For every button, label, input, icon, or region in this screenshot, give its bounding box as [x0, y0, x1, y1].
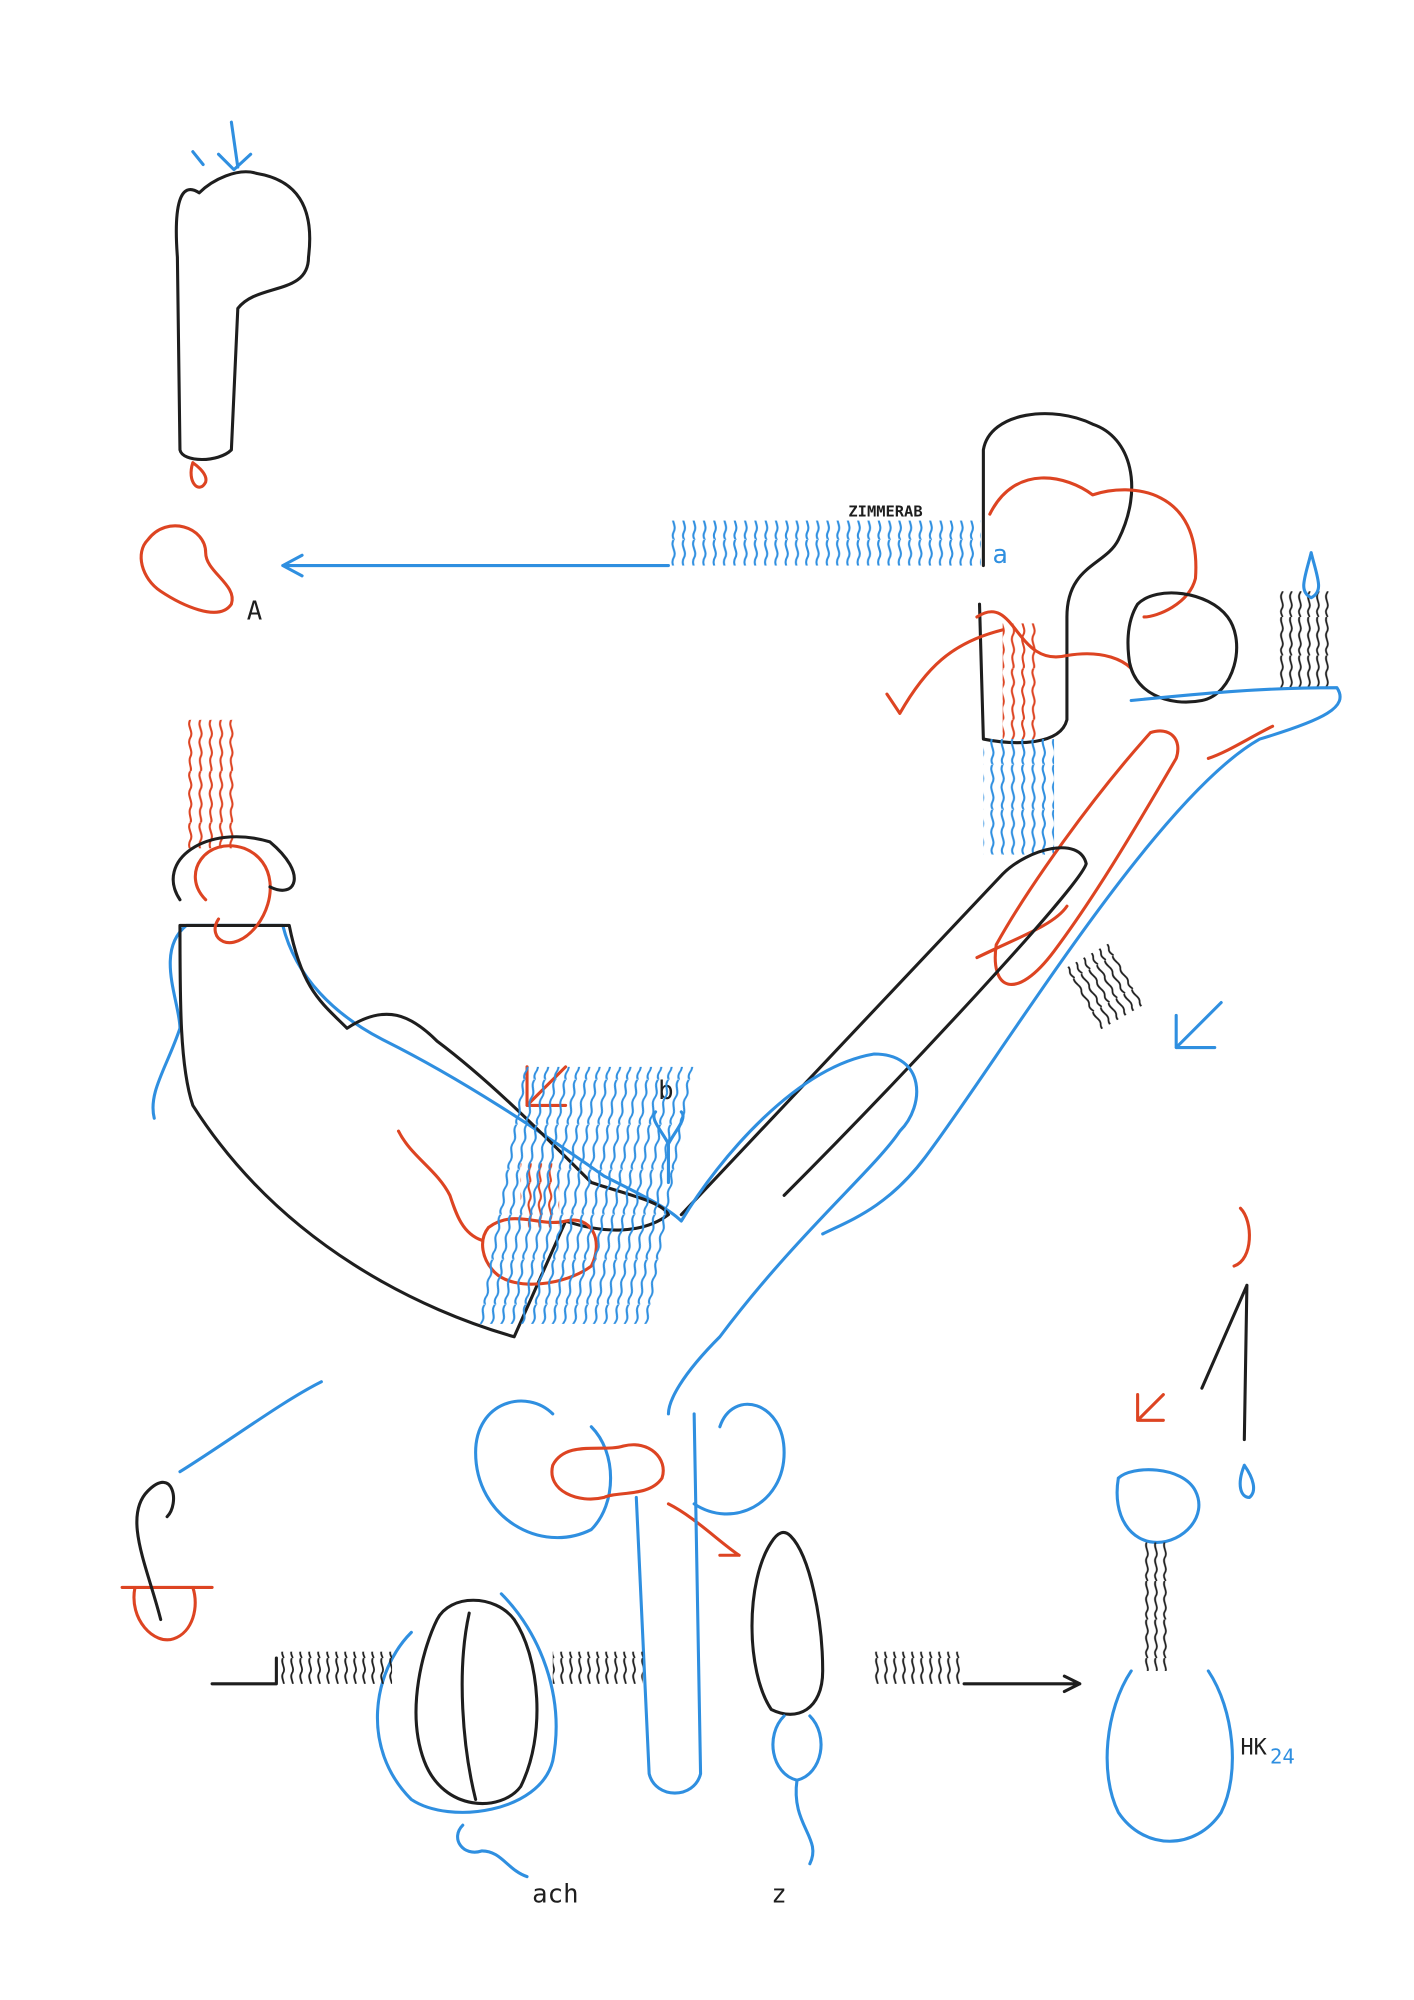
baseline-right-arrow [962, 1674, 1082, 1694]
wavy-baseline-2 [552, 1651, 643, 1684]
circle-left [474, 1399, 613, 1540]
arrow-right-descend [1200, 1283, 1249, 1442]
signature-number: 24 [1270, 1744, 1295, 1768]
knife-blade [679, 846, 1088, 1217]
baseline-left [210, 1656, 278, 1686]
flame-icon [1302, 551, 1321, 600]
red-arrow-bottom [666, 1502, 741, 1557]
pod-left [375, 1592, 558, 1879]
label-z: z [771, 1879, 786, 1909]
smoke-squiggle [135, 1481, 176, 1622]
red-hook-left [193, 844, 272, 945]
wavy-bar-zimmerab [665, 520, 981, 566]
central-column [634, 1412, 703, 1795]
diagonal-limb-blue [821, 686, 1342, 1236]
label-zimmerab: ZIMMERAB [848, 503, 922, 521]
wavy-lines-knife [1063, 943, 1144, 1031]
head-figure-right [885, 412, 1239, 855]
vase-right [1105, 1468, 1234, 1843]
red-hook-right [1232, 1206, 1251, 1268]
wavy-baseline-1 [276, 1651, 393, 1684]
wavy-baseline-3 [874, 1651, 965, 1684]
droplet-right [1238, 1463, 1256, 1499]
signature: HK [1240, 1735, 1267, 1760]
circle-right [692, 1402, 786, 1516]
wavy-red-left [186, 719, 238, 849]
chain-shape [396, 1129, 484, 1242]
pod-right [750, 1530, 825, 1866]
diagonal-limb-red [993, 729, 1180, 986]
label-A: A [247, 597, 262, 627]
label-ach: ach [532, 1879, 578, 1909]
bean-shape-A [139, 524, 234, 614]
arrow-top-left [178, 1380, 323, 1474]
loop-shape-left [171, 835, 296, 902]
pot-left [120, 1585, 214, 1642]
arrow-glyph-right [1174, 1001, 1223, 1050]
bean-shape-bottom [550, 1443, 665, 1501]
arrow-line-to-A [281, 553, 670, 578]
p-shape [174, 120, 312, 489]
label-a: a [992, 540, 1007, 570]
wavy-bar-right [1279, 591, 1331, 688]
arrow-glyph-red-right [1136, 1393, 1165, 1422]
hatched-region [473, 1066, 699, 1324]
